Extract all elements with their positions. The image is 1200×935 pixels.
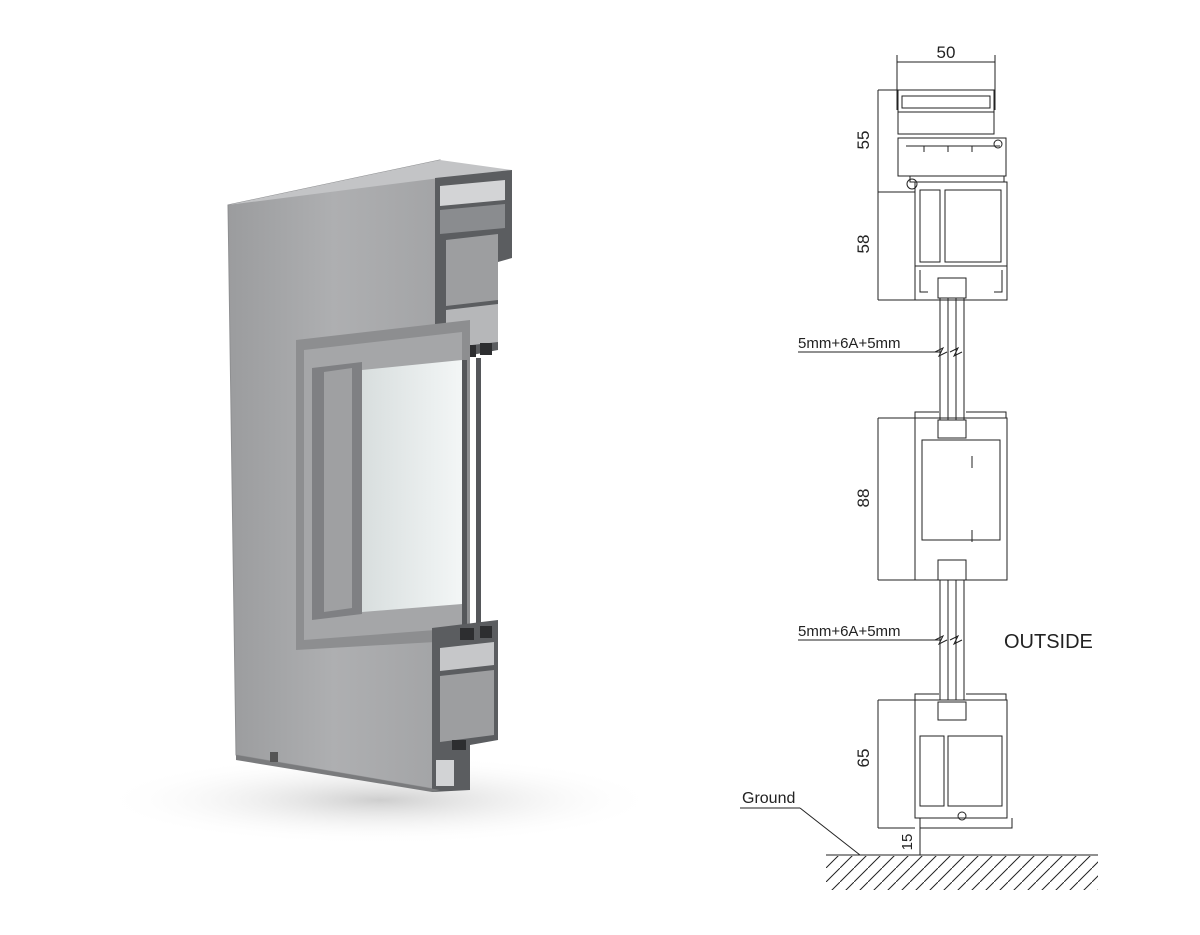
transom-profile [914, 411, 1008, 581]
window-profile-render [100, 159, 660, 845]
transom-height-label: 88 [854, 489, 873, 508]
height-dimensions [877, 89, 921, 855]
bottom-profile-section [432, 620, 498, 792]
floor-shadow [100, 755, 660, 845]
sill-height-label: 65 [854, 749, 873, 768]
ground-gap-label: 15 [899, 834, 916, 851]
cross-section-drawing [740, 55, 1098, 890]
sill-profile [914, 693, 1013, 829]
glass-pane [362, 360, 462, 612]
head-sash-profile [914, 181, 1008, 301]
frame-top-edge [228, 160, 512, 205]
head-frame-profile [897, 89, 1007, 190]
width-dimension [896, 55, 996, 110]
head-sash-height-label: 58 [854, 235, 873, 254]
lower-glass-spec: 5mm+6A+5mm [798, 623, 901, 640]
ground-label: Ground [742, 790, 795, 807]
head-frame-height-label: 55 [854, 131, 873, 150]
top-profile-section [435, 170, 512, 362]
upper-glass-spec: 5mm+6A+5mm [798, 335, 901, 352]
lower-glass-unit [798, 580, 965, 700]
outside-label: OUTSIDE [1004, 631, 1093, 653]
upper-glass-unit [798, 277, 967, 420]
ground-line [740, 807, 1098, 890]
width-label: 50 [937, 43, 956, 62]
glass-edge [462, 360, 467, 632]
